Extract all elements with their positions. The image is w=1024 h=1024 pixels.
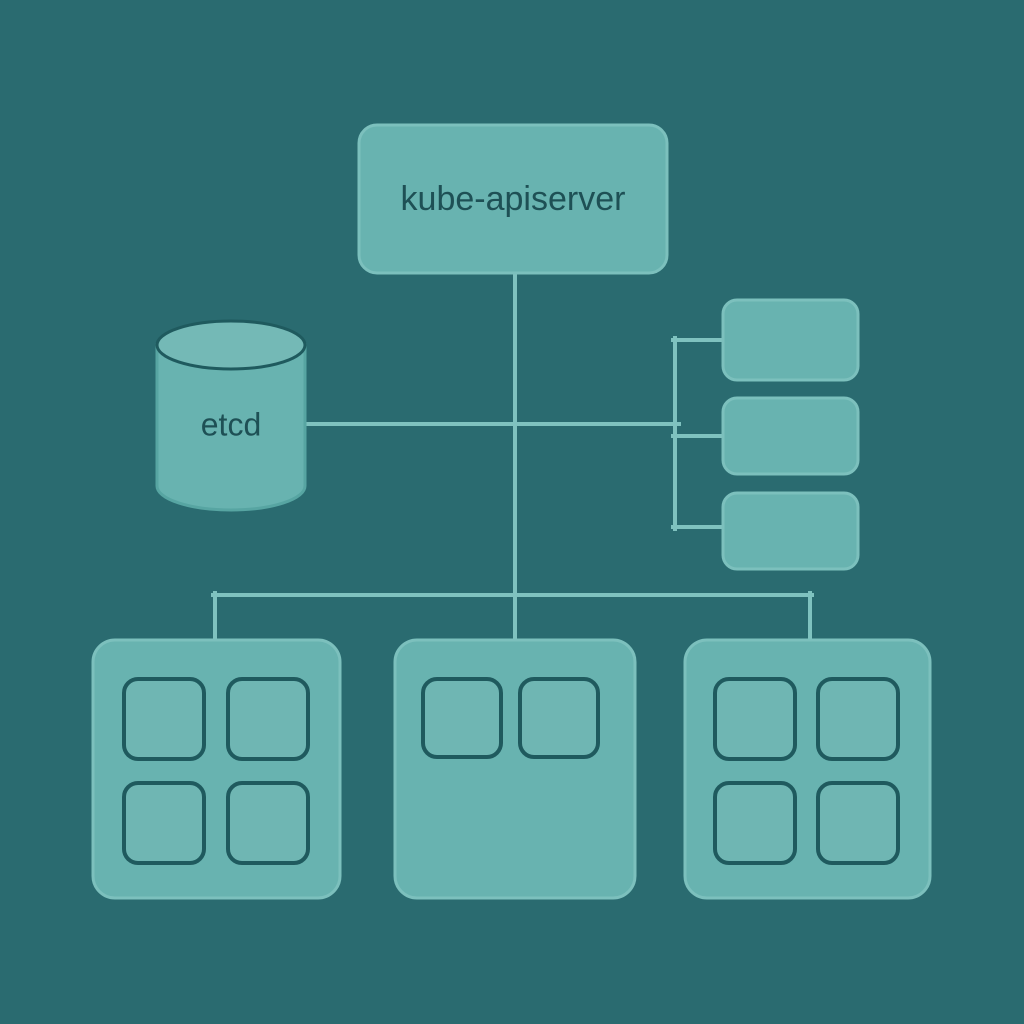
pod-square[interactable] (816, 781, 900, 865)
node-kube-apiserver[interactable]: kube-apiserver (357, 123, 669, 275)
pod-square[interactable] (226, 781, 310, 865)
pod-square[interactable] (122, 677, 206, 761)
pod-square[interactable] (518, 677, 600, 759)
connector-layer (211, 271, 814, 650)
pod-square[interactable] (816, 677, 900, 761)
etcd-cylinder-body[interactable] (155, 343, 307, 512)
controller-box-2[interactable] (721, 396, 860, 476)
pod-square[interactable] (226, 677, 310, 761)
etcd-cylinder-top (155, 319, 307, 371)
node-etcd[interactable]: etcd (155, 319, 307, 512)
pod-square[interactable] (713, 781, 797, 865)
worker-node-3[interactable] (683, 638, 932, 900)
pod-square[interactable] (122, 781, 206, 865)
kube-apiserver-label: kube-apiserver (401, 180, 626, 218)
controller-box-group (721, 298, 860, 571)
pod-square[interactable] (421, 677, 503, 759)
controller-box-3[interactable] (721, 491, 860, 571)
kube-apiserver-box[interactable] (357, 123, 669, 275)
etcd-label: etcd (201, 406, 261, 442)
worker-node-2[interactable] (393, 638, 637, 900)
pod-square[interactable] (713, 677, 797, 761)
controller-box-1[interactable] (721, 298, 860, 382)
worker-node-1[interactable] (91, 638, 342, 900)
